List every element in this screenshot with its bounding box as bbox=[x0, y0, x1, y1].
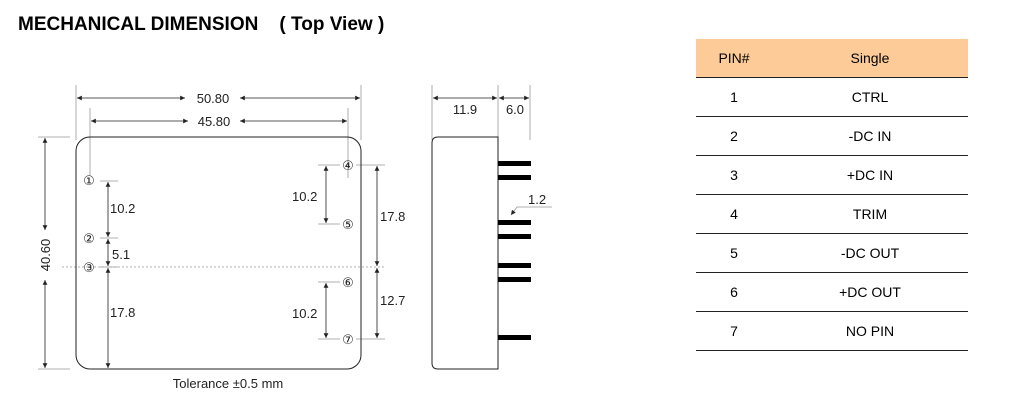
tolerance-note: Tolerance ±0.5 mm bbox=[173, 376, 283, 391]
pin-label-7: ⑦ bbox=[342, 333, 354, 348]
pin-function: CTRL bbox=[772, 77, 968, 117]
dim-pin2-3: 5.1 bbox=[112, 247, 130, 262]
pin-number: 5 bbox=[696, 233, 772, 273]
table-row: 3+DC IN bbox=[696, 155, 968, 195]
pin-label-2: ② bbox=[83, 232, 95, 247]
table-row: 6+DC OUT bbox=[696, 272, 968, 312]
dim-center-pin7: 12.7 bbox=[380, 293, 405, 308]
dim-pin3-bottom: 17.8 bbox=[110, 305, 135, 320]
table-row: 2-DC IN bbox=[696, 116, 968, 156]
pin-number: 2 bbox=[696, 116, 772, 156]
dim-pin-width: 1.2 bbox=[528, 192, 546, 207]
header-pin: PIN# bbox=[696, 39, 772, 78]
side-pins bbox=[498, 161, 531, 340]
pin-label-3: ③ bbox=[83, 261, 95, 276]
pin-function: TRIM bbox=[772, 194, 968, 234]
dim-pin4-center: 17.8 bbox=[380, 209, 405, 224]
side-pin bbox=[498, 277, 531, 282]
side-pin bbox=[498, 175, 531, 180]
dim-pin1-2: 10.2 bbox=[110, 201, 135, 216]
dim-width-pins: 45.80 bbox=[198, 114, 231, 129]
pin-label-4: ④ bbox=[342, 159, 354, 174]
pin-function: -DC IN bbox=[772, 116, 968, 156]
pin-label-1: ① bbox=[83, 174, 95, 189]
module-top-outline bbox=[75, 136, 362, 370]
pin-function: -DC OUT bbox=[772, 233, 968, 273]
table-row: 5-DC OUT bbox=[696, 233, 968, 273]
pin-number: 1 bbox=[696, 77, 772, 117]
module-side-outline bbox=[431, 136, 499, 370]
side-pin bbox=[498, 263, 531, 268]
mechanical-drawing: 50.80 45.80 40.60 10.2 5.1 17.8 10.2 10.… bbox=[38, 85, 552, 391]
pin-function: NO PIN bbox=[772, 311, 968, 351]
pin-number: 7 bbox=[696, 311, 772, 351]
dim-height-overall: 40.60 bbox=[38, 239, 53, 272]
side-pin bbox=[498, 335, 531, 340]
side-pin bbox=[498, 161, 531, 166]
dim-pin4-5: 10.2 bbox=[292, 189, 317, 204]
header-single: Single bbox=[772, 39, 968, 78]
pin-number: 3 bbox=[696, 155, 772, 195]
pin-label-5: ⑤ bbox=[342, 218, 354, 233]
section-title: MECHANICAL DIMENSION ( Top View ) bbox=[18, 14, 385, 35]
pin-function: +DC OUT bbox=[772, 272, 968, 312]
dim-pin6-7: 10.2 bbox=[292, 306, 317, 321]
pin-number: 6 bbox=[696, 272, 772, 312]
pin-function: +DC IN bbox=[772, 155, 968, 195]
dim-body-depth: 11.9 bbox=[453, 102, 477, 117]
dim-width-overall: 50.80 bbox=[197, 91, 230, 106]
side-pin bbox=[498, 220, 531, 225]
pin-number: 4 bbox=[696, 194, 772, 234]
pin-label-6: ⑥ bbox=[342, 276, 354, 291]
dim-pin-length: 6.0 bbox=[506, 102, 524, 117]
side-pin bbox=[498, 234, 531, 239]
